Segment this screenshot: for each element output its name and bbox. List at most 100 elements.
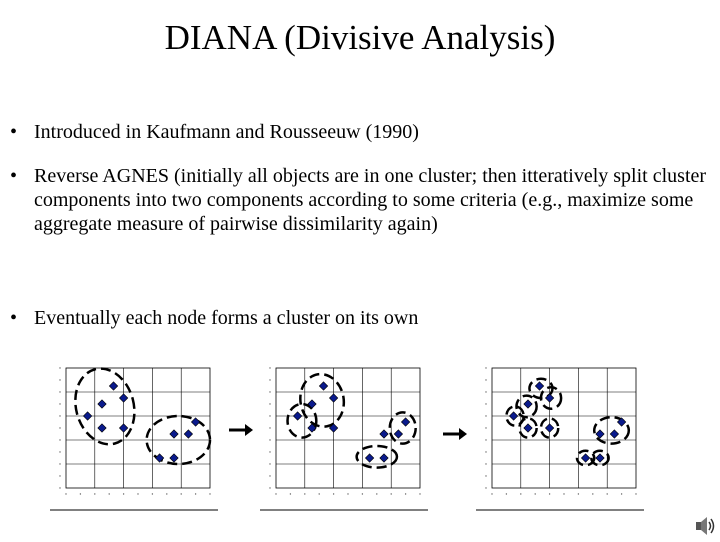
x-tick-mark <box>289 493 292 495</box>
x-tick-mark <box>376 493 378 495</box>
data-point <box>400 417 411 427</box>
x-tick-mark <box>419 493 421 495</box>
data-point <box>118 393 129 403</box>
scatter-plot-svg <box>260 367 428 511</box>
data-point <box>154 453 165 463</box>
x-tick-mark <box>635 493 637 495</box>
data-point <box>97 399 107 409</box>
x-tick-mark <box>390 493 392 495</box>
scatter-plot-svg <box>50 367 218 511</box>
data-point <box>169 453 179 463</box>
y-tick-mark <box>269 463 271 465</box>
y-tick-mark <box>485 451 487 453</box>
y-tick-mark <box>269 475 271 477</box>
cluster-outline <box>355 444 399 469</box>
data-point <box>616 417 627 427</box>
x-tick-mark <box>94 493 96 495</box>
x-tick-mark <box>505 493 508 495</box>
x-tick-mark <box>606 493 608 495</box>
x-tick-mark <box>137 493 139 495</box>
y-tick-mark <box>269 367 271 369</box>
x-tick-mark <box>209 493 211 495</box>
data-point <box>508 411 519 421</box>
y-tick-mark <box>59 391 61 393</box>
data-point <box>118 423 129 433</box>
x-tick-mark <box>563 493 565 495</box>
data-point <box>595 429 605 439</box>
y-tick-mark <box>269 439 271 441</box>
data-point <box>82 411 93 421</box>
y-tick-mark <box>269 427 271 429</box>
cluster-outline <box>74 367 136 446</box>
data-point <box>544 423 555 433</box>
data-point <box>97 423 107 433</box>
y-tick-mark <box>485 379 487 381</box>
cluster-outline <box>539 417 560 439</box>
data-point <box>379 453 389 463</box>
y-tick-mark <box>485 391 487 393</box>
data-point <box>523 423 533 433</box>
right-arrow-icon <box>228 423 254 442</box>
cluster-outline <box>539 385 563 411</box>
cluster-outline <box>388 411 417 445</box>
cluster-outline <box>286 402 318 439</box>
bullet-text: Eventually each node forms a cluster on … <box>34 307 419 329</box>
speaker-icon[interactable] <box>694 515 716 542</box>
cluster-outline <box>575 449 596 467</box>
data-point <box>108 381 119 391</box>
bullet-text: Reverse AGNES (initially all objects are… <box>34 165 707 235</box>
x-tick-mark <box>332 493 335 495</box>
y-tick-mark <box>269 391 271 393</box>
y-tick-mark <box>59 379 61 381</box>
y-tick-mark <box>485 487 487 489</box>
plot-frame <box>491 367 637 489</box>
x-tick-mark <box>577 493 580 495</box>
data-point <box>523 399 533 409</box>
y-tick-mark <box>485 439 487 441</box>
data-point <box>318 381 329 391</box>
data-point <box>534 381 545 391</box>
data-point <box>580 453 591 463</box>
scatter-plot-svg <box>476 367 644 511</box>
x-tick-mark <box>404 493 407 495</box>
x-tick-mark <box>65 493 67 495</box>
x-tick-mark <box>151 493 154 495</box>
bullet-dot: • <box>10 307 18 329</box>
x-tick-mark <box>491 493 493 495</box>
y-tick-mark <box>59 487 61 489</box>
y-tick-mark <box>485 463 487 465</box>
y-tick-mark <box>59 367 61 369</box>
cluster-outline <box>592 415 631 445</box>
y-tick-mark <box>269 451 271 453</box>
plot-frame <box>65 367 211 489</box>
data-point <box>379 429 389 439</box>
y-tick-mark <box>485 475 487 477</box>
x-tick-mark <box>304 493 306 495</box>
data-point <box>307 423 317 433</box>
bullet-dot: • <box>10 165 18 187</box>
y-tick-mark <box>59 475 61 477</box>
x-tick-mark <box>548 493 551 495</box>
scatter-plot-step-1 <box>48 360 223 515</box>
x-tick-mark <box>620 493 623 495</box>
plot-frame <box>275 367 421 489</box>
y-tick-mark <box>269 487 271 489</box>
y-tick-mark <box>269 403 271 405</box>
y-tick-mark <box>485 367 487 369</box>
data-point <box>364 453 375 463</box>
y-tick-mark <box>59 451 61 453</box>
x-tick-mark <box>318 493 320 495</box>
data-point <box>169 429 179 439</box>
right-arrow-icon <box>442 427 468 446</box>
data-point <box>190 417 201 427</box>
scatter-plot-step-2 <box>258 360 433 515</box>
data-point <box>292 411 303 421</box>
cluster-outline <box>515 394 538 419</box>
x-tick-mark <box>347 493 349 495</box>
y-tick-mark <box>59 439 61 441</box>
data-point <box>183 429 194 439</box>
y-tick-mark <box>485 415 487 417</box>
slide-title: DIANA (Divisive Analysis) <box>164 18 556 57</box>
cluster-outline <box>145 414 212 466</box>
data-point <box>609 429 620 439</box>
